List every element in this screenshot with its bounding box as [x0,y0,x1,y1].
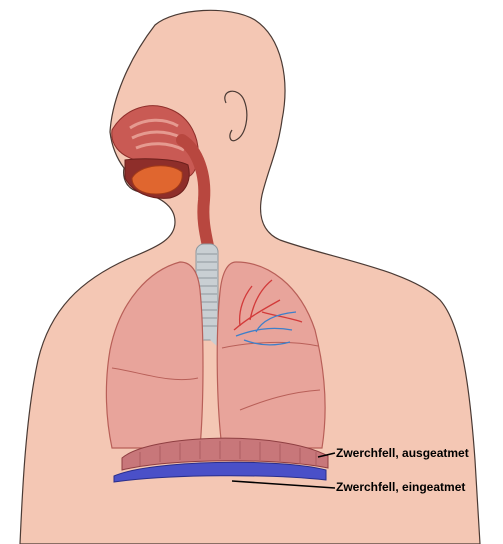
label-diaphragm-exhaled: Zwerchfell, ausgeatmet [336,446,469,460]
label-diaphragm-inhaled: Zwerchfell, eingeatmet [336,480,465,494]
